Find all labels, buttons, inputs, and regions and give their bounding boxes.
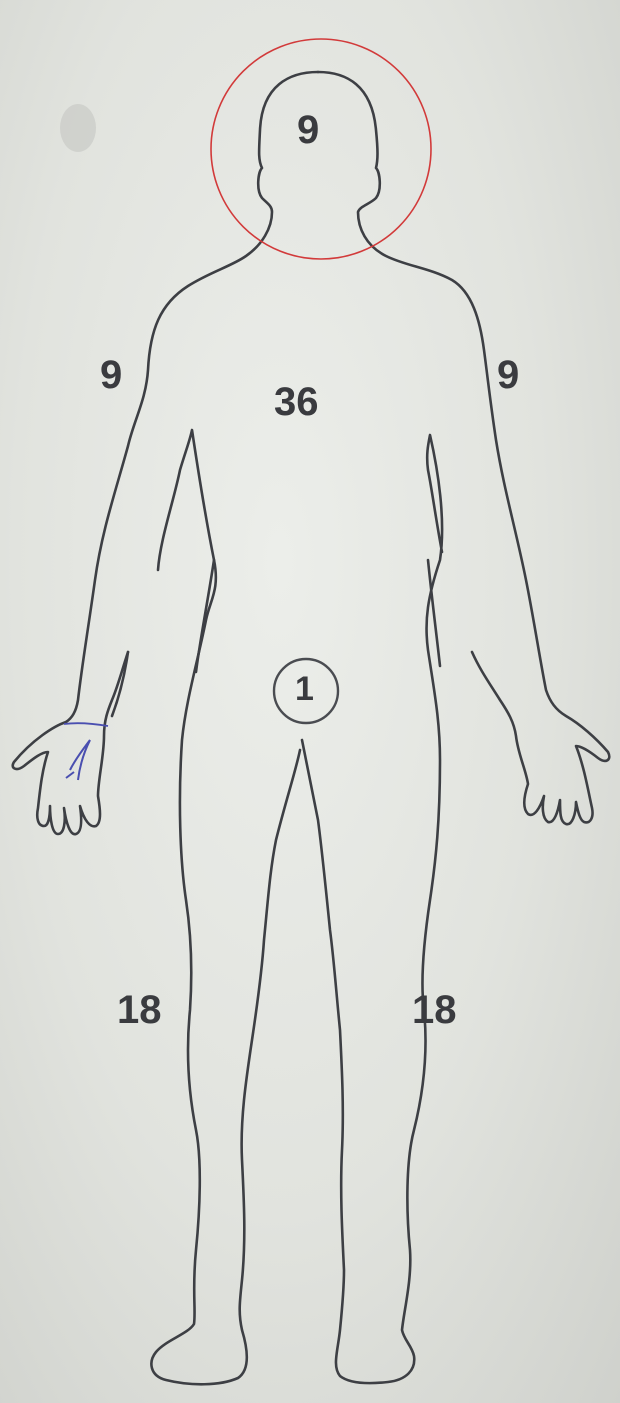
outline-waist-right	[196, 560, 214, 672]
palm-pen-mark	[70, 740, 90, 780]
right-arm-percent-label: 9	[100, 355, 122, 395]
trunk-percent-label: 36	[274, 382, 319, 422]
paper-smudge	[60, 104, 96, 152]
right-leg-percent-label: 18	[117, 990, 162, 1030]
outline-right-forearm	[112, 652, 128, 716]
head-percent-label: 9	[297, 110, 319, 150]
left-leg-percent-label: 18	[412, 990, 457, 1030]
outline-right-inner-arm	[151, 430, 300, 1384]
genitalia-percent-label: 1	[295, 672, 314, 706]
palm-pen-tick	[66, 772, 74, 778]
body-outline-strokes	[13, 72, 610, 1384]
outline-left-side	[318, 72, 609, 824]
left-arm-percent-label: 9	[497, 355, 519, 395]
outline-right-side	[13, 72, 318, 834]
wrist-pen-mark	[64, 723, 108, 726]
outline-left-inner-arm	[302, 435, 442, 1383]
